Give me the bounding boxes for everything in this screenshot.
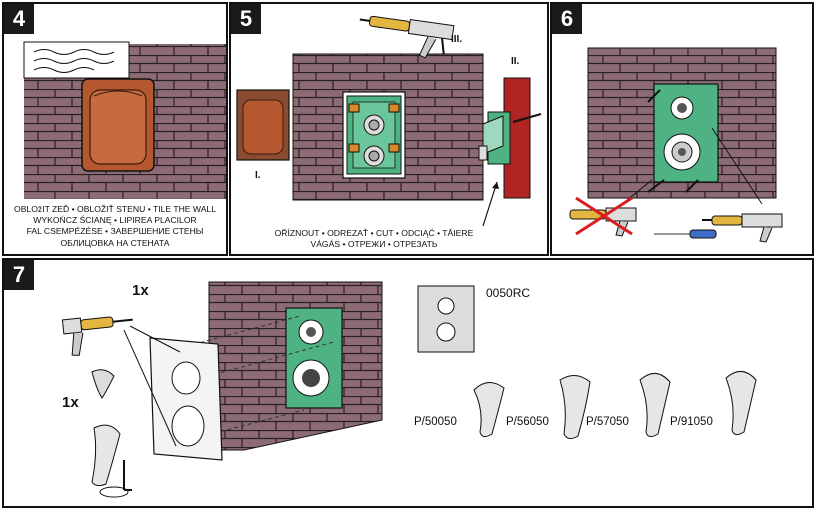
panel-5-illustration <box>236 15 542 227</box>
panel-7-illustration <box>61 281 757 498</box>
handle-code: P/50050 <box>414 416 457 428</box>
qty-handle: 1x <box>62 394 79 411</box>
panel-6-illustration <box>569 47 783 243</box>
step-number-5: 5 <box>231 4 261 34</box>
label-ii: II. <box>511 56 520 67</box>
step-number-6: 6 <box>552 4 582 34</box>
label-i: I. <box>255 170 261 181</box>
panel-step-5: 5 I. II. III. OŘÍZNOUT • ODREZAŤ • CUT •… <box>229 2 549 256</box>
caption-line: ОБЛИЦОВКА НА СТЕНАТА <box>60 237 170 248</box>
panel-step-4: 4 OBLOžIT ZEĎ • OBLOŽIŤ STENU • TILE THE… <box>2 2 228 256</box>
caption-line: FAL CSEMPÉZÉSE • ЗАВЕРШЕНИЕ СТЕНЫ <box>26 226 204 237</box>
caption-line: OBLOžIT ZEĎ • OBLOŽIŤ STENU • TILE THE W… <box>14 204 216 214</box>
label-iii: III. <box>451 34 463 45</box>
panel-4-caption: OBLOžIT ZEĎ • OBLOŽIŤ STENU • TILE THE W… <box>4 204 226 249</box>
step-number-7: 7 <box>4 260 34 290</box>
handle-code: P/56050 <box>506 416 549 428</box>
panel-step-6: 6 <box>550 2 814 256</box>
caption-line: WYKOŃCZ ŚCIANĘ • LIPIREA PLACILOR <box>33 215 197 226</box>
panel-step-7: 7 1x 1x 0050RC P/50050 P/56050 P/57050 P… <box>2 258 814 508</box>
handle-code: P/57050 <box>586 416 629 428</box>
plate-code: 0050RC <box>486 286 531 300</box>
qty-plate: 1x <box>132 282 149 299</box>
panel-4-illustration <box>23 41 226 199</box>
caption-line: VÁGÁS • ОТРЕЖИ • ОТРЕЗАТЬ <box>310 239 438 250</box>
handle-code: P/91050 <box>670 416 713 428</box>
step-number-4: 4 <box>4 4 34 34</box>
caption-line: OŘÍZNOUT • ODREZAŤ • CUT • ODCIĄĆ • TĂIE… <box>274 228 474 238</box>
panel-5-caption: OŘÍZNOUT • ODREZAŤ • CUT • ODCIĄĆ • TĂIE… <box>231 228 547 250</box>
